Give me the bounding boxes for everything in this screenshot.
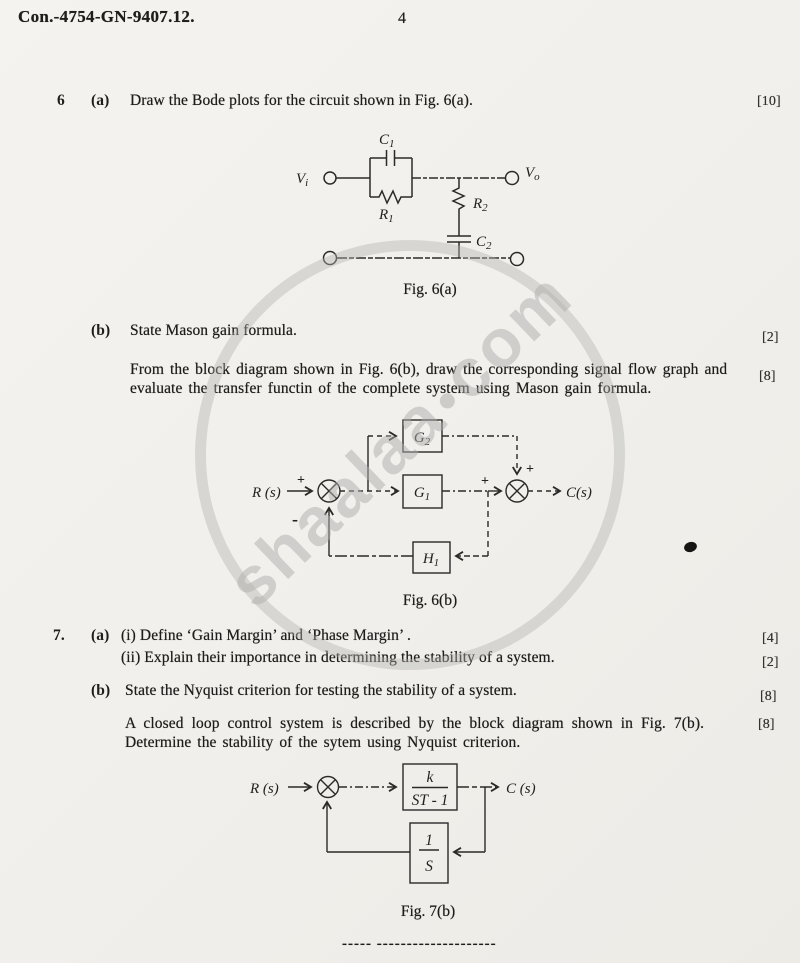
feedback-denominator: S	[425, 858, 433, 875]
c2-label: C2	[476, 234, 492, 252]
h1-label: H1	[422, 551, 439, 569]
q6b-text: State Mason gain formula.	[130, 322, 297, 339]
circuit-diagram-fig6a: Vi Vo C1 R1 R2 C2	[296, 132, 540, 267]
q7b-para-line2: Determine the stability of the sytem usi…	[125, 734, 521, 751]
r1-label: R1	[378, 207, 394, 225]
c-of-s-label: C(s)	[566, 485, 592, 501]
q6b-para-line2: evaluate the transfer functin of the com…	[130, 380, 652, 397]
summing-junction	[316, 775, 340, 799]
q7a-label: (a)	[91, 627, 110, 644]
q6a-text: Draw the Bode plots for the circuit show…	[130, 92, 473, 109]
bottom-right-terminal	[509, 251, 525, 267]
page-number: 4	[398, 10, 407, 27]
c-of-s-label: C (s)	[506, 781, 536, 797]
vin-terminal	[323, 171, 337, 185]
plus-sign-input: +	[297, 473, 305, 488]
q6b-para-marks: [8]	[759, 369, 776, 384]
r2-label: R2	[472, 196, 488, 214]
q7a-ii-text: (ii) Explain their importance in determi…	[121, 649, 555, 666]
q6a-label: (a)	[91, 92, 110, 109]
resistor-r1-zigzag	[370, 189, 412, 205]
q6b-marks: [2]	[762, 330, 779, 345]
q6a-marks: [10]	[757, 94, 781, 109]
q7b-para-marks: [8]	[758, 717, 775, 732]
q7b-text: State the Nyquist criterion for testing …	[125, 682, 517, 699]
fig6b-caption: Fig. 6(b)	[402, 592, 458, 609]
resistor-r2-zigzag	[451, 178, 466, 236]
forward-numerator: k	[427, 769, 435, 786]
q7a-i-marks: [4]	[762, 631, 779, 646]
plus-sign-g1-path: +	[481, 474, 489, 489]
g1-label: G1	[414, 485, 430, 503]
block-feedback-transfer	[409, 822, 449, 884]
footer-dashed-line: ----- --------------------	[342, 936, 497, 952]
q7b-para-line1: A closed loop control system is describe…	[125, 715, 705, 732]
c1-label: C1	[379, 132, 395, 150]
ink-blot	[682, 540, 699, 554]
r-of-s-label: R (s)	[251, 485, 281, 501]
vout-terminal	[504, 170, 520, 186]
r-of-s-label: R (s)	[249, 781, 279, 797]
block-diagram-fig6b: R (s) C(s) + - + + G2 G1 H1	[251, 419, 592, 574]
q6b-label: (b)	[91, 322, 111, 339]
q7b-label: (b)	[91, 682, 111, 699]
q6-number: 6	[57, 92, 65, 109]
q7a-i-text: (i) Define ‘Gain Margin’ and ‘Phase Marg…	[121, 627, 412, 644]
vin-label: Vi	[296, 171, 308, 189]
fig7b-caption: Fig. 7(b)	[400, 903, 456, 920]
q7b-marks: [8]	[760, 689, 777, 704]
q7-number: 7.	[53, 627, 65, 644]
plus-sign-g2-path: +	[526, 462, 534, 477]
forward-denominator: ST - 1	[412, 792, 449, 809]
feedback-numerator: 1	[425, 832, 433, 849]
q6b-para-line1: From the block diagram shown in Fig. 6(b…	[130, 361, 728, 378]
minus-sign-feedback: -	[292, 509, 298, 529]
exam-code: Con.-4754-GN-9407.12.	[18, 7, 195, 26]
g2-label: G2	[414, 430, 431, 448]
block-h1	[412, 541, 451, 574]
q7a-ii-marks: [2]	[762, 655, 779, 670]
vout-label: Vo	[525, 165, 540, 183]
fig6a-caption: Fig. 6(a)	[403, 281, 457, 298]
bottom-left-terminal	[322, 250, 338, 266]
block-diagram-fig7b: R (s) C (s) k ST - 1 1 S	[249, 763, 536, 884]
